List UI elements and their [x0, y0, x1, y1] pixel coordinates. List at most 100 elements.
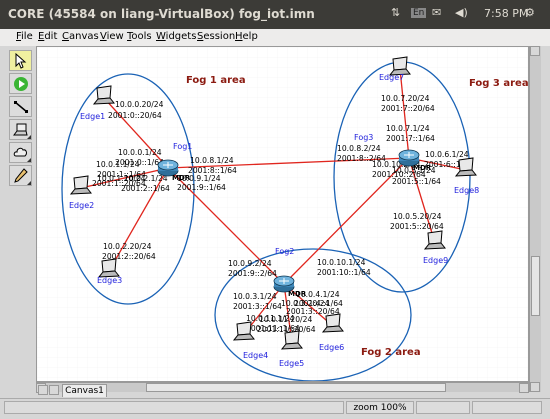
host-name-label[interactable]: Edge6 — [319, 343, 344, 352]
laptop-keyboard-icon — [97, 270, 121, 278]
router-name-label[interactable]: Fog2 — [275, 247, 294, 256]
tab-scroll-left-button[interactable] — [38, 385, 48, 395]
submenu-indicator — [27, 158, 31, 162]
menu-canvas[interactable]: Canvas — [62, 31, 99, 42]
clock[interactable]: 7:58 PM — [484, 7, 529, 20]
router-name-label[interactable]: Fog3 — [354, 133, 373, 142]
scroll-up-button[interactable] — [530, 46, 540, 56]
laptop-keyboard-icon — [232, 333, 256, 341]
network-link[interactable] — [167, 157, 410, 169]
link-tool[interactable] — [9, 96, 32, 117]
network-link[interactable] — [108, 167, 169, 272]
host-name-label[interactable]: Edge9 — [423, 256, 448, 265]
menu-help[interactable]: Help — [235, 31, 258, 42]
network-link[interactable] — [408, 157, 436, 244]
laptop-screen-icon — [284, 330, 300, 345]
router-type-label: MDR — [413, 164, 432, 172]
keyboard-language-indicator[interactable]: En — [411, 8, 427, 18]
menu-session[interactable]: Session — [197, 31, 236, 42]
router-node[interactable]: MDR — [273, 275, 307, 298]
router-type-label: MDR — [172, 174, 191, 182]
laptop-node[interactable] — [92, 85, 116, 105]
laptop-screen-icon — [236, 321, 252, 336]
status-cell-3 — [416, 401, 470, 414]
link-address-label: 2001:0::20/64 — [108, 111, 162, 120]
router-name-label[interactable]: Fog1 — [173, 142, 192, 151]
laptop-keyboard-icon — [321, 325, 345, 333]
menu-file[interactable]: File — [16, 31, 33, 42]
canvas-grid — [37, 47, 528, 381]
link-address-label: 2001:1::20/64 — [92, 179, 146, 188]
window-title: CORE (45584 on liang-VirtualBox) fog_iot… — [8, 7, 315, 21]
mail-icon[interactable]: ✉ — [432, 6, 442, 19]
network-link[interactable] — [103, 97, 169, 169]
laptop-node[interactable] — [232, 321, 256, 341]
menu-widgets[interactable]: Widgets — [156, 31, 197, 42]
horizontal-scroll-thumb[interactable] — [146, 383, 446, 392]
link-address-label: 2001:3::1/64 — [233, 302, 282, 311]
laptop-keyboard-icon — [388, 68, 412, 76]
host-name-label[interactable]: Edge4 — [243, 351, 268, 360]
router-node[interactable]: MDR — [157, 159, 191, 182]
laptop-node[interactable] — [69, 175, 93, 195]
settings-gear-icon[interactable]: ⚙ — [525, 6, 535, 19]
network-link[interactable] — [283, 283, 334, 327]
submenu-indicator — [27, 181, 31, 185]
network-link[interactable] — [167, 167, 285, 285]
scroll-down-button[interactable] — [530, 382, 540, 392]
host-name-label[interactable]: Edge5 — [279, 359, 304, 368]
laptop-keyboard-icon — [69, 187, 93, 195]
link-address-label: 2001:9::2/64 — [228, 269, 277, 278]
link-address-label: 2001:0::1/64 — [115, 158, 164, 167]
link-address-label: 10.0.1.20/24 — [97, 174, 146, 183]
pencil-icon — [14, 168, 28, 183]
vertical-scrollbar[interactable] — [529, 46, 541, 392]
link-address-label: 10.0.6.1/24 — [425, 150, 469, 159]
host-name-label[interactable]: Edge2 — [69, 201, 94, 210]
area-label: Fog 1 area — [186, 75, 246, 86]
link-address-label: 2001:11::1/64 — [246, 324, 300, 333]
laptop-node[interactable] — [280, 330, 304, 350]
cloud-icon — [13, 147, 27, 157]
network-arrows-icon[interactable]: ⇅ — [391, 6, 401, 19]
laptop-node[interactable] — [321, 313, 345, 333]
network-link[interactable] — [399, 68, 410, 159]
link-address-label: 10.0.10.1/24 — [317, 258, 366, 267]
host-name-label[interactable]: Edge7 — [379, 73, 404, 82]
link-address-label: 10.0.11.1/24 — [246, 314, 295, 323]
tab-canvas1[interactable]: Canvas1 — [62, 384, 107, 397]
laptop-node[interactable] — [97, 258, 121, 278]
area-outline-3[interactable] — [214, 248, 412, 381]
network-cloud-tool[interactable] — [9, 142, 32, 163]
area-label: Fog 2 area — [361, 347, 421, 358]
window-titlebar: CORE (45584 on liang-VirtualBox) fog_iot… — [0, 0, 550, 29]
menu-edit[interactable]: Edit — [38, 31, 58, 42]
laptop-node[interactable] — [388, 56, 412, 76]
laptop-node[interactable] — [423, 230, 447, 250]
tab-scroll-right-button[interactable] — [49, 385, 59, 395]
annotation-tool[interactable] — [9, 165, 32, 186]
laptop-screen-icon — [427, 230, 443, 245]
link-address-label: 10.0.9.1/24 — [177, 174, 221, 183]
link-address-label: 10.0.5.20/24 — [393, 212, 442, 221]
host-name-label[interactable]: Edge1 — [80, 112, 105, 121]
select-tool[interactable] — [9, 50, 32, 71]
network-link[interactable] — [80, 167, 169, 189]
host-name-label[interactable]: Edge8 — [454, 186, 479, 195]
router-node[interactable]: MDR — [398, 149, 432, 172]
network-link[interactable] — [283, 157, 410, 285]
laptop-node[interactable] — [454, 157, 478, 177]
link-address-label: 2001:5::20/64 — [390, 222, 444, 231]
volume-icon[interactable]: ◀) — [455, 6, 468, 19]
area-outline-1[interactable] — [61, 73, 195, 305]
network-node-tool[interactable] — [9, 119, 32, 140]
host-name-label[interactable]: Edge3 — [97, 276, 122, 285]
scroll-right-button[interactable] — [519, 383, 529, 393]
start-session-button[interactable] — [9, 73, 32, 94]
menu-view[interactable]: View — [100, 31, 124, 42]
menu-tools[interactable]: Tools — [127, 31, 152, 42]
vertical-scroll-thumb[interactable] — [531, 256, 540, 316]
laptop-screen-icon — [325, 313, 341, 328]
